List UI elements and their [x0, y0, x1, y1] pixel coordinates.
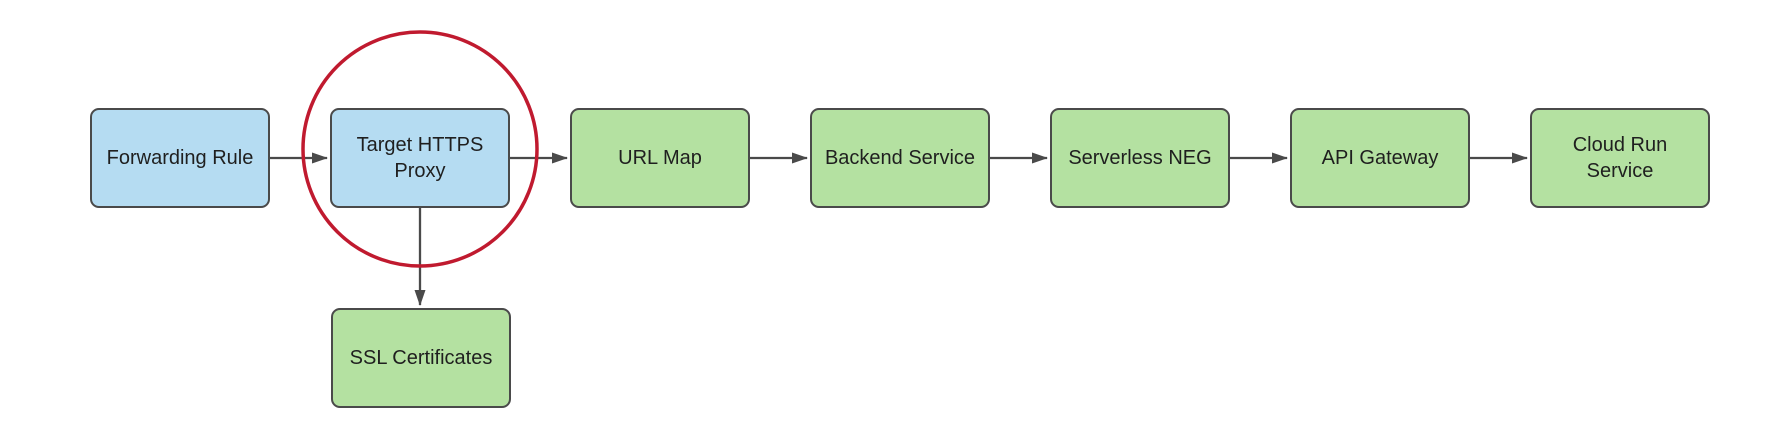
node-forwarding-rule-label: Forwarding Rule — [106, 147, 254, 169]
node-api-gateway: API Gateway — [1290, 108, 1470, 208]
node-serverless-neg-label: Serverless NEG — [1068, 147, 1212, 169]
node-forwarding-rule: Forwarding Rule — [90, 108, 270, 208]
node-url-map-label: URL Map — [618, 147, 702, 169]
node-backend-service-label: Backend Service — [824, 147, 976, 169]
node-ssl-certificates-label: SSL Certificates — [349, 347, 493, 369]
node-serverless-neg: Serverless NEG — [1050, 108, 1230, 208]
node-target-https-proxy-label: Target HTTPS Proxy — [356, 134, 484, 182]
node-cloud-run-service-label: Cloud Run Service — [1572, 134, 1668, 182]
node-cloud-run-service: Cloud Run Service — [1530, 108, 1710, 208]
node-ssl-certificates: SSL Certificates — [331, 308, 511, 408]
node-api-gateway-label: API Gateway — [1321, 147, 1439, 169]
node-url-map: URL Map — [570, 108, 750, 208]
node-backend-service: Backend Service — [810, 108, 990, 208]
node-target-https-proxy: Target HTTPS Proxy — [330, 108, 510, 208]
